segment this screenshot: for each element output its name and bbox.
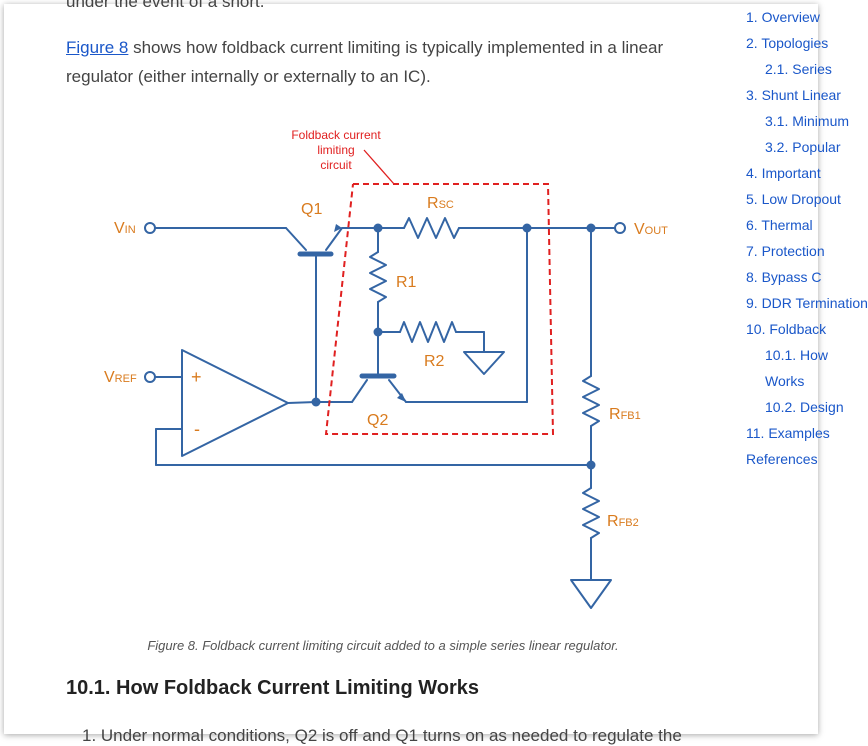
r1-label: R1 [396, 274, 417, 291]
paragraph-cutoff-top: under the event of a short. [66, 0, 265, 11]
r2-label: R2 [424, 353, 445, 370]
vout-label: VOUT [634, 221, 668, 238]
rfb2-label: RFB2 [607, 513, 639, 530]
paragraph-cutoff-bottom: 1. Under normal conditions, Q2 is off an… [82, 726, 682, 745]
q2-label: Q2 [367, 412, 388, 429]
toc-item-thermal[interactable]: 6. Thermal [746, 217, 813, 233]
section-heading: 10.1. How Foldback Current Limiting Work… [66, 677, 480, 699]
opamp-minus-label: - [194, 419, 200, 439]
toc-item-minimum[interactable]: 3.1. Minimum [765, 113, 850, 129]
opamp-plus-label: + [191, 367, 202, 387]
toc-item-how-foldback[interactable]: 10.1. How [765, 347, 829, 363]
vref-label: VREF [104, 369, 137, 386]
toc-item-protection[interactable]: 7. Protection [746, 243, 825, 259]
toc-item-important[interactable]: 4. Important [746, 165, 821, 181]
toc-item-shunt-linear[interactable]: 3. Shunt Linear [746, 87, 841, 103]
annotation-line-2: limiting [317, 143, 354, 157]
toc-item-ddr[interactable]: 9. DDR Termination [746, 295, 868, 311]
toc-item-popular[interactable]: 3.2. Popular [765, 139, 841, 155]
toc-item-references[interactable]: References [746, 451, 818, 467]
toc-item-how-foldback-cont[interactable]: Works [765, 373, 805, 389]
figure-caption: Figure 8. Foldback current limiting circ… [147, 638, 619, 653]
toc-item-design[interactable]: 10.2. Design [765, 399, 844, 415]
toc-item-overview[interactable]: 1. Overview [746, 9, 820, 25]
intro-paragraph: Figure 8 shows how foldback current limi… [66, 33, 706, 91]
vin-label: VIN [114, 220, 136, 237]
foldback-circuit-diagram: Foldback current limiting circuit VIN VR… [104, 128, 668, 609]
q1-label: Q1 [301, 201, 322, 218]
paragraph-text: shows how foldback current limiting is t… [66, 38, 664, 86]
toc-item-series[interactable]: 2.1. Series [765, 61, 832, 77]
toc-item-low-dropout[interactable]: 5. Low Dropout [746, 191, 841, 207]
figure-8-link[interactable]: Figure 8 [66, 38, 129, 57]
table-of-contents: 1. Overview 2. Topologies 2.1. Series 3.… [746, 4, 868, 734]
toc-item-bypass[interactable]: 8. Bypass C [746, 269, 822, 285]
toc-item-foldback[interactable]: 10. Foldback [746, 321, 827, 337]
toc-item-topologies[interactable]: 2. Topologies [746, 35, 829, 51]
toc-item-examples[interactable]: 11. Examples [746, 425, 830, 441]
annotation-line-3: circuit [320, 158, 352, 172]
rsc-label: RSC [427, 195, 454, 212]
annotation-line-1: Foldback current [291, 128, 381, 142]
browser-page: under the event of a short. Figure 8 sho… [4, 0, 868, 745]
rfb1-label: RFB1 [609, 406, 641, 423]
